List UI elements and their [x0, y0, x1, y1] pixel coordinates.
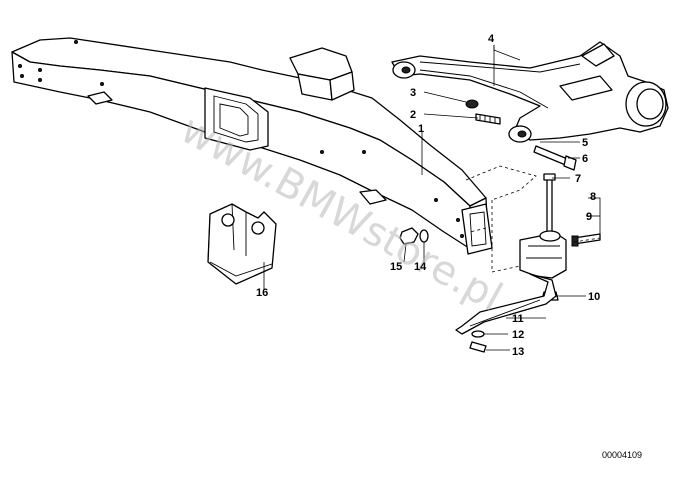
- leader-lines: [263, 45, 601, 351]
- assembly-lines: [465, 165, 601, 273]
- bolt-5: [533, 145, 577, 171]
- callout-10: 10: [588, 291, 600, 303]
- callout-9: 9: [586, 211, 592, 223]
- rear-axle-carrier: [11, 37, 493, 255]
- callout-4: 4: [488, 33, 495, 45]
- nut-and-washer: [399, 227, 429, 245]
- rubber-mount-assembly: [455, 173, 601, 353]
- callout-3: 3: [410, 87, 416, 99]
- callout-16: 16: [256, 287, 268, 299]
- callout-2: 2: [410, 109, 416, 121]
- callout-12: 12: [512, 329, 524, 341]
- callout-5: 5: [582, 137, 588, 149]
- callout-labels: 4 3 2 1 5 6 7 8 9 10 11 12 13 14 15 16: [256, 33, 600, 358]
- trailing-arm: [391, 41, 669, 143]
- callout-8: 8: [590, 191, 596, 203]
- callout-15: 15: [390, 261, 402, 273]
- callout-7: 7: [575, 173, 581, 185]
- callout-13: 13: [512, 346, 524, 358]
- callout-6: 6: [582, 153, 588, 165]
- callout-11: 11: [512, 313, 524, 325]
- diagram-reference-number: 00004109: [602, 450, 642, 460]
- callout-1: 1: [418, 123, 424, 135]
- callout-14: 14: [414, 261, 427, 273]
- bump-stop-parts: [465, 99, 501, 125]
- bracket-16: [207, 203, 277, 285]
